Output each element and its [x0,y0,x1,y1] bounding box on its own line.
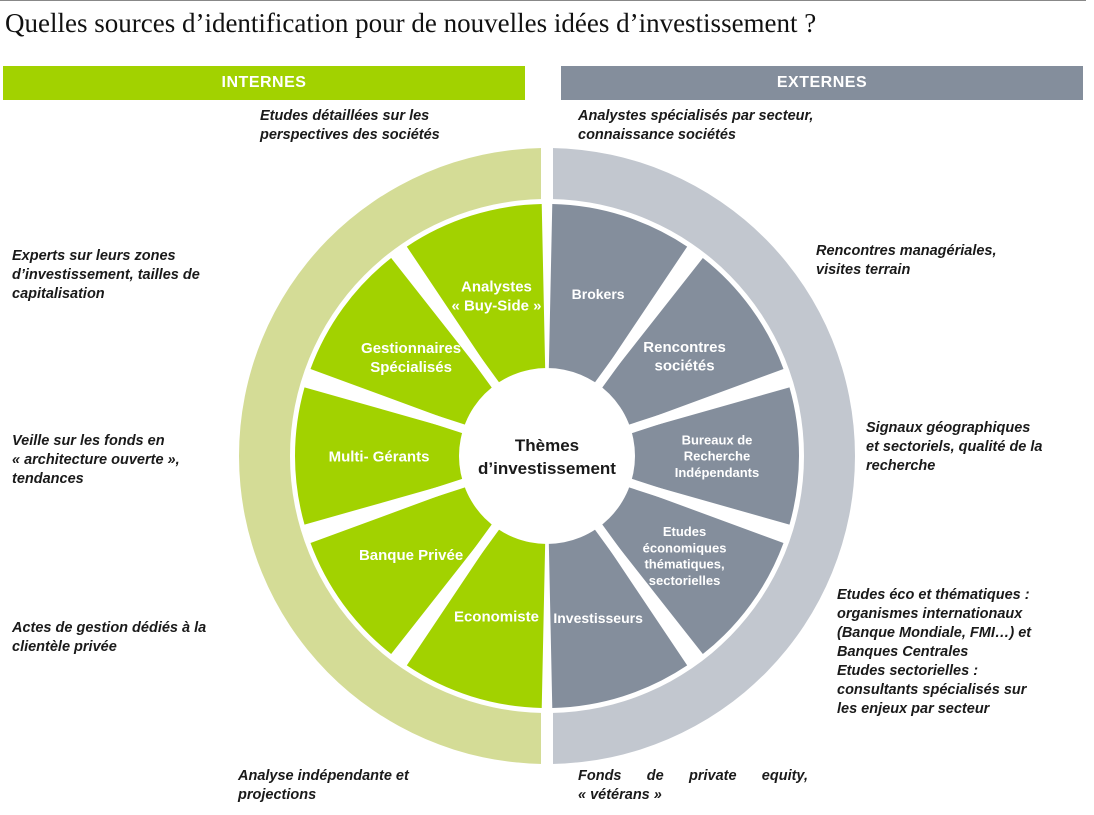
segment-divider [621,476,790,539]
segment-divider [590,248,700,394]
note-brokers: Analystes spécialisés par secteur,connai… [578,108,814,143]
internal-segment-label-4: Banque Privée [359,547,463,564]
segment-divider [304,373,473,436]
top-rule [0,0,1086,1]
external-segment-3 [623,387,800,525]
internal-segment-1 [406,204,546,390]
internal-segment-4 [310,483,498,655]
internal-outer-ring [239,148,543,764]
note-company-meetings: Rencontres managériales,visites terrain [816,243,997,278]
internal-segment-label-1: Analystes« Buy-Side » [451,279,541,315]
external-segment-4 [596,483,784,655]
external-segment-2 [596,257,784,429]
internal-header: INTERNES [3,66,525,100]
internal-segment-label-3: Multi- Gérants [329,448,430,465]
note-multi-managers: Veille sur les fonds en« architecture ou… [12,433,180,487]
external-header: EXTERNES [561,66,1083,100]
page-title: Quelles sources d’identification pour de… [5,8,817,38]
note-investors: Fonds de private equity,« vétérans » [578,768,808,803]
segment-divider [590,518,700,664]
note-economic-studies: Etudes éco et thématiques :organismes in… [837,587,1032,717]
external-segment-label-5: Investisseurs [553,610,643,626]
segment-divider [304,476,473,539]
internal-segment-5 [406,522,546,708]
internal-segment-2 [310,257,498,429]
internal-segment-3 [295,387,471,525]
external-outer-ring [551,148,855,764]
segment-divider [394,518,504,664]
external-segment-label-1: Brokers [572,286,625,302]
external-segment-5 [548,522,688,708]
segment-divider [394,248,504,394]
segment-divider [621,373,790,436]
external-segment-1 [548,204,688,390]
internal-segment-label-5: Economiste [454,608,539,625]
center-hub [459,368,635,544]
